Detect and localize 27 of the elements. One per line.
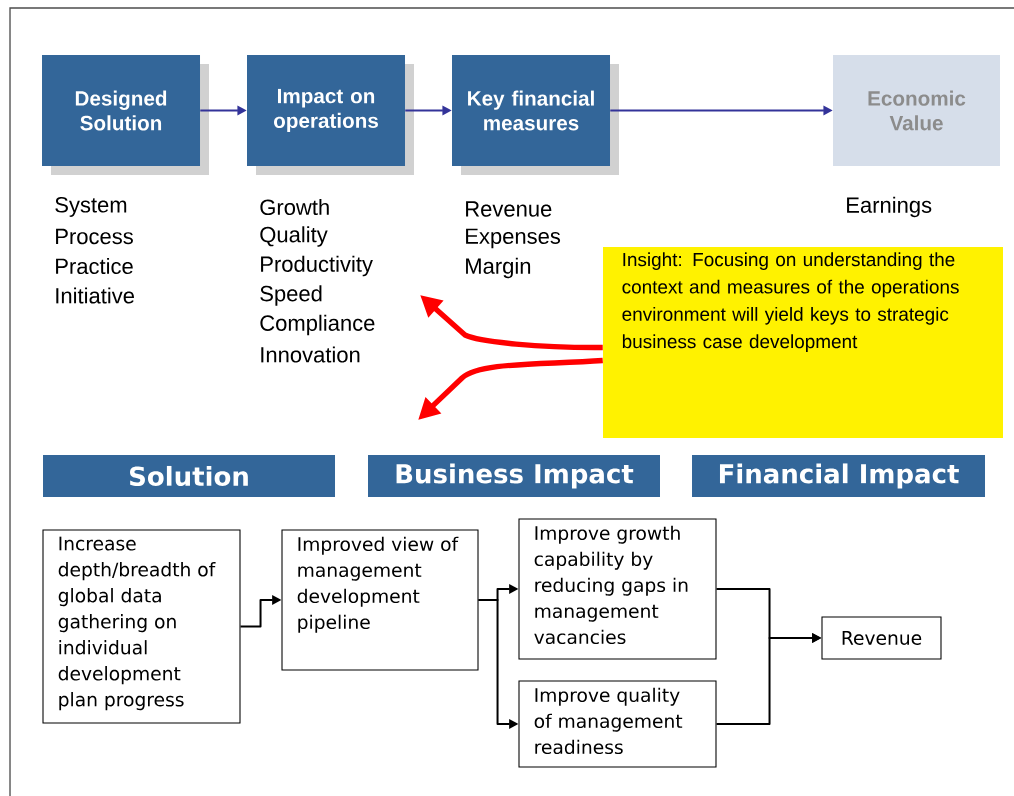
list-item: Innovation <box>261 346 360 363</box>
section-banner: Business Impact <box>368 455 660 497</box>
process-box: Improved view of management development pipeline <box>281 529 479 671</box>
process-box: Improve growth capability by reducing gaps in management vacancies <box>518 518 717 660</box>
list-item: System <box>55 197 127 217</box>
stage-box: Economic Value <box>833 55 1000 166</box>
list-item: Quality <box>260 226 328 247</box>
list-item: Speed <box>260 285 322 306</box>
section-banner: Financial Impact <box>692 455 985 497</box>
list-item: Expenses <box>466 228 561 249</box>
stage-box: Impact on operations <box>247 55 414 175</box>
section-banner: Solution <box>43 455 335 497</box>
list-item: Initiative <box>56 287 134 304</box>
process-box: Increase depth/breadth of global data gathering on individual development plan progress <box>42 529 241 724</box>
stage-box: Key financial measures <box>452 55 619 175</box>
stage-box: Designed Solution <box>42 55 209 175</box>
list-item: Process <box>56 228 133 245</box>
list-item: Practice <box>56 257 133 275</box>
list-item: Earnings <box>847 196 932 218</box>
list-item: Productivity <box>261 255 373 277</box>
list-item: Revenue <box>466 201 552 217</box>
list-item: Growth <box>260 198 329 216</box>
list-item: Compliance <box>260 314 375 336</box>
process-box: Improve quality of management readiness <box>518 680 717 768</box>
insight-callout: Insight: Focusing on understanding the context and measures of the operations environment will yield keys to strategic business case development <box>603 247 1003 438</box>
process-box: Revenue <box>821 616 942 660</box>
list-item: Margin <box>466 257 531 279</box>
